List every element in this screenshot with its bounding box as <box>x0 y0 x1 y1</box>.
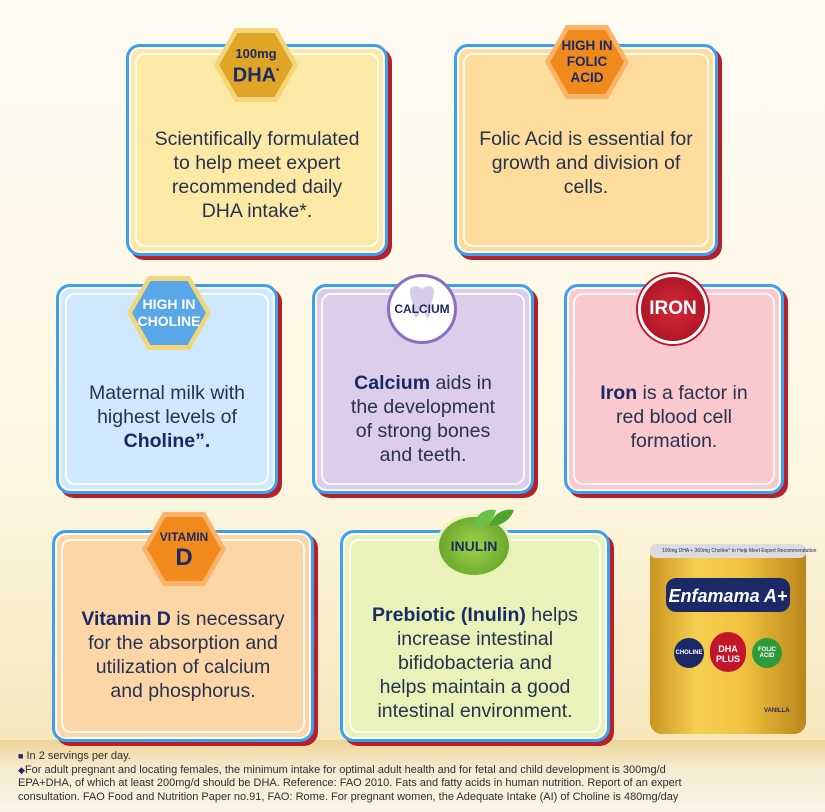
folic-card-text: Folic Acid is essential for growth and d… <box>467 127 705 199</box>
dha-card-text: Scientifically formulated to help meet e… <box>139 127 375 223</box>
vitd-badge-letter: D <box>175 543 193 571</box>
calcium-text-line: the development <box>350 396 496 418</box>
vitd-card: Vitamin D is necessary for the absorptio… <box>52 530 314 742</box>
choline-text-line: highest levels of <box>97 406 237 428</box>
iron-text-bold: Iron <box>600 382 638 404</box>
folic-badge-line: FOLIC <box>566 54 608 69</box>
vitd-text-line: for the absorption and <box>88 632 278 654</box>
inulin-text-line: intestinal environment. <box>377 700 573 722</box>
can-top-strip: 100mg DHA + 360mg Choline* to Help Meet … <box>662 548 817 554</box>
folic-text-line: Folic Acid is essential for <box>479 128 693 150</box>
can-badge-dha-plus: DHA PLUS <box>715 644 740 664</box>
dha-badge-label: DHA* <box>232 62 280 87</box>
dha-text-line: to help meet expert <box>173 152 341 174</box>
inulin-text-line: helps maintain a good <box>379 676 571 698</box>
iron-card-text: Iron is a factor in red blood cell forma… <box>577 381 771 453</box>
dha-badge-main: DHA <box>232 64 277 87</box>
calcium-text-line: and teeth. <box>379 444 467 466</box>
choline-badge-icon: HIGH IN CHOLINE <box>127 276 211 350</box>
vitd-text-line: utilization of calcium <box>95 656 271 678</box>
dha-card: Scientifically formulated to help meet e… <box>126 44 388 256</box>
iron-text-line: red blood cell <box>616 406 732 428</box>
can-badge-choline: CHOLINE <box>675 650 703 656</box>
folic-text-line: cells. <box>563 176 609 198</box>
vitd-card-text: Vitamin D is necessary for the absorptio… <box>65 607 301 703</box>
inulin-card-text: Prebiotic (Inulin) helps increase intest… <box>353 603 597 723</box>
calcium-card: Calcium aids in the development of stron… <box>312 284 534 494</box>
iron-text-line: formation. <box>630 430 718 452</box>
calcium-tooth-icon: CALCIUM <box>387 274 457 344</box>
calcium-badge-label: CALCIUM <box>394 302 450 316</box>
iron-badge-icon: IRON <box>638 274 708 344</box>
footnote-marker: ◆ <box>18 764 25 775</box>
inulin-text-line: bifidobacteria and <box>398 652 552 674</box>
footnote-marker: ■ <box>18 751 24 761</box>
footnotes: ■ In 2 servings per day. ◆For adult preg… <box>18 750 807 804</box>
choline-card-text: Maternal milk with highest levels of Cho… <box>69 381 265 453</box>
choline-text-bold: Choline”. <box>123 430 211 452</box>
iron-text-rest: is a factor in <box>637 382 748 404</box>
inulin-badge-icon: INULIN <box>436 514 512 578</box>
footnote-text: EPA+DHA, of which at least 200mg/d shoul… <box>18 777 682 789</box>
footnote-text: For adult pregnant and locating females,… <box>24 763 666 776</box>
inulin-text-rest: helps <box>525 604 578 626</box>
choline-text-line: Maternal milk with <box>88 382 246 404</box>
calcium-text-bold: Calcium <box>354 372 431 394</box>
bottom-band <box>0 740 825 812</box>
dha-text-line: DHA intake*. <box>201 200 313 222</box>
can-badge-folic: FOLIC ACID <box>758 647 776 659</box>
inulin-text-line: increase intestinal <box>396 628 554 650</box>
calcium-text-line: of strong bones <box>355 420 491 442</box>
inulin-badge-label: INULIN <box>450 538 498 554</box>
can-flavor-label: VANILLA <box>764 708 790 714</box>
calcium-card-text: Calcium aids in the development of stron… <box>325 371 521 467</box>
product-can-image: 100mg DHA + 360mg Choline* to Help Meet … <box>646 538 817 738</box>
vitd-text-rest: is necessary <box>170 608 285 630</box>
iron-badge-label: IRON <box>649 298 697 319</box>
choline-badge-line: CHOLINE <box>137 313 201 329</box>
footnote-2: ◆For adult pregnant and locating females… <box>18 764 807 778</box>
vitd-text-bold: Vitamin D <box>81 608 171 630</box>
footnote-1: ■ In 2 servings per day. <box>18 750 807 764</box>
vitd-badge-line: VITAMIN <box>159 529 209 544</box>
vitd-badge-icon: VITAMIN D <box>142 512 226 586</box>
folic-text-line: growth and division of <box>491 152 681 174</box>
footnote-text: consultation. FAO Food and Nutrition Pap… <box>18 790 679 803</box>
folic-badge-line: HIGH IN <box>561 38 613 53</box>
dha-text-line: Scientifically formulated <box>154 128 360 150</box>
can-brand-logo: Enfamama A+ <box>668 586 788 606</box>
folic-badge-line: ACID <box>570 70 604 85</box>
footnote-text: In 2 servings per day. <box>26 750 131 762</box>
dha-badge-amount: 100mg <box>235 45 277 61</box>
vitd-text-line: and phosphorus. <box>110 680 256 702</box>
inulin-text-bold: Prebiotic (Inulin) <box>372 604 526 626</box>
choline-badge-line: HIGH IN <box>142 296 196 312</box>
dha-text-line: recommended daily <box>171 176 343 198</box>
calcium-text-rest: aids in <box>430 372 492 394</box>
dha-badge-sup: * <box>276 66 280 76</box>
leaf-icon <box>474 509 514 528</box>
